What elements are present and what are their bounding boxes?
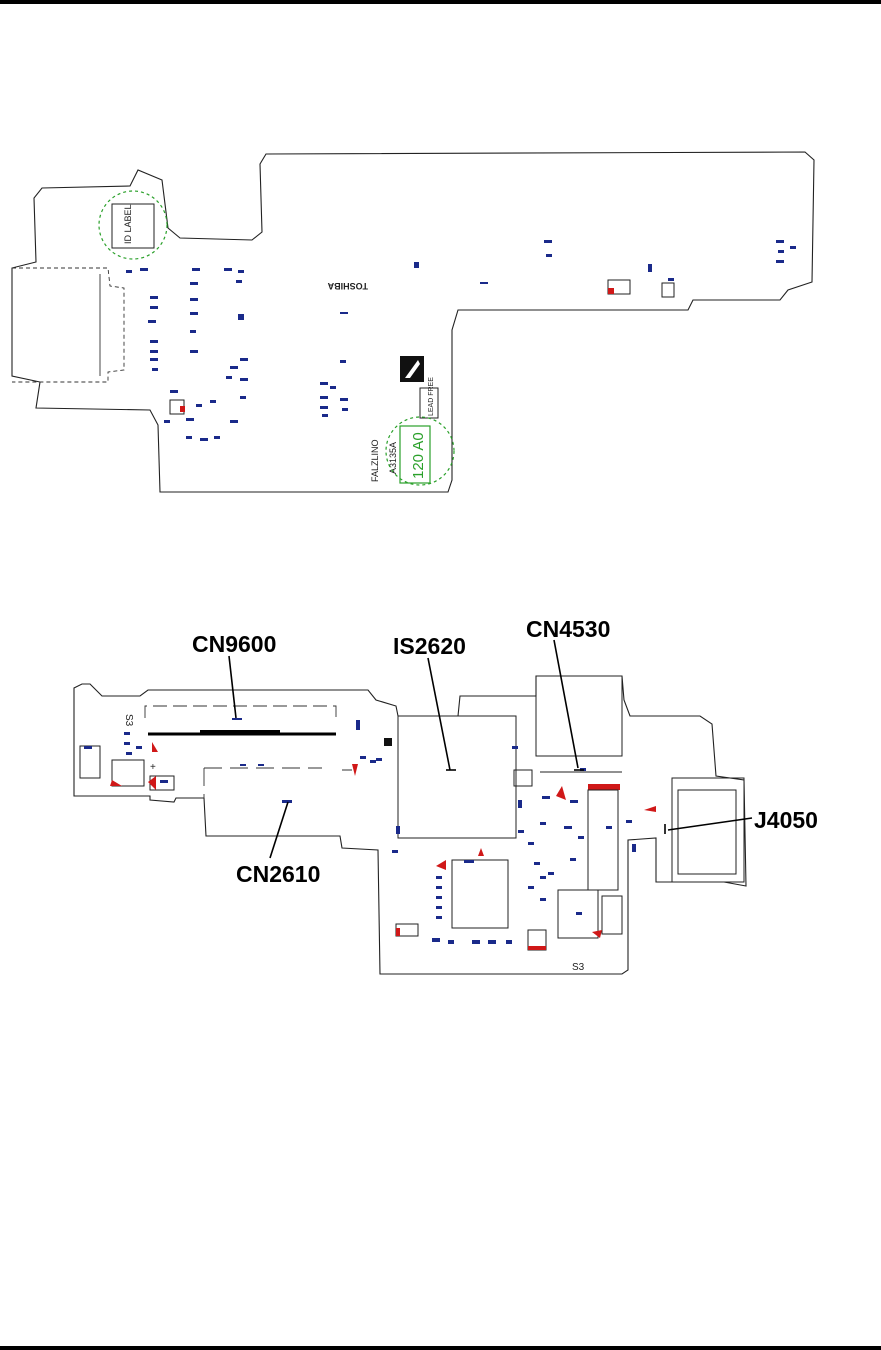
cn9600-outline [145, 706, 336, 720]
callout-j4050: J4050 [754, 807, 818, 833]
top-connector-outline [12, 268, 124, 382]
cn4530-slot [588, 790, 618, 890]
top-ic-right-pin1 [608, 288, 614, 294]
brand-text: TOSHIBA [327, 281, 368, 291]
bottom-ic-left [80, 746, 100, 778]
bottom-board-view: S3 S3 + CN9600 IS2620 CN4530 CN2610 J405… [74, 616, 818, 974]
model-text: FALZLINO [370, 439, 380, 482]
silk-s3-bottom: S3 [572, 962, 585, 973]
id-label-box [112, 204, 154, 248]
top-components [126, 240, 796, 441]
callout-is2620: IS2620 [393, 633, 466, 659]
is2620-leader [428, 658, 450, 770]
j4050-leader [668, 818, 752, 830]
j4050-outline [672, 778, 744, 882]
is2620-notch [384, 738, 392, 746]
cn9600-leader [229, 656, 236, 718]
lead-free-text: LEAD FREE [428, 377, 435, 416]
id-label-text: ID LABEL [123, 204, 133, 244]
bottom-ic-center [452, 860, 508, 928]
is2620-outline [398, 716, 516, 838]
callout-cn9600: CN9600 [192, 631, 276, 657]
callout-leaders [229, 640, 752, 858]
cn2610-outline [204, 768, 352, 798]
silk-s3-left: S3 [123, 714, 134, 727]
revision-text: 120 A0 [410, 432, 427, 479]
j4050-inner [678, 790, 736, 874]
bottom-ic-mid [514, 770, 532, 786]
cn2610-leader [270, 802, 288, 858]
cn4530-outline [536, 676, 622, 756]
top-ic-left-pin1 [180, 406, 185, 412]
callout-cn4530: CN4530 [526, 616, 610, 642]
bottom-board-outline [74, 676, 746, 974]
callout-cn2610: CN2610 [236, 861, 320, 887]
cn4530-leader [554, 640, 578, 768]
bottom-components [84, 718, 636, 944]
bottom-ic-far-right [602, 896, 622, 934]
red-markers [110, 742, 656, 950]
bottom-ic-left2 [112, 760, 144, 786]
top-board-view: ID LABEL TOSHIBA LEAD FREE FALZLINO A313… [12, 152, 814, 492]
board-number-text: A3135A [388, 442, 398, 474]
red-strip-top [588, 784, 620, 790]
silk-plus: + [150, 762, 156, 773]
top-ic-far-right [662, 283, 674, 297]
